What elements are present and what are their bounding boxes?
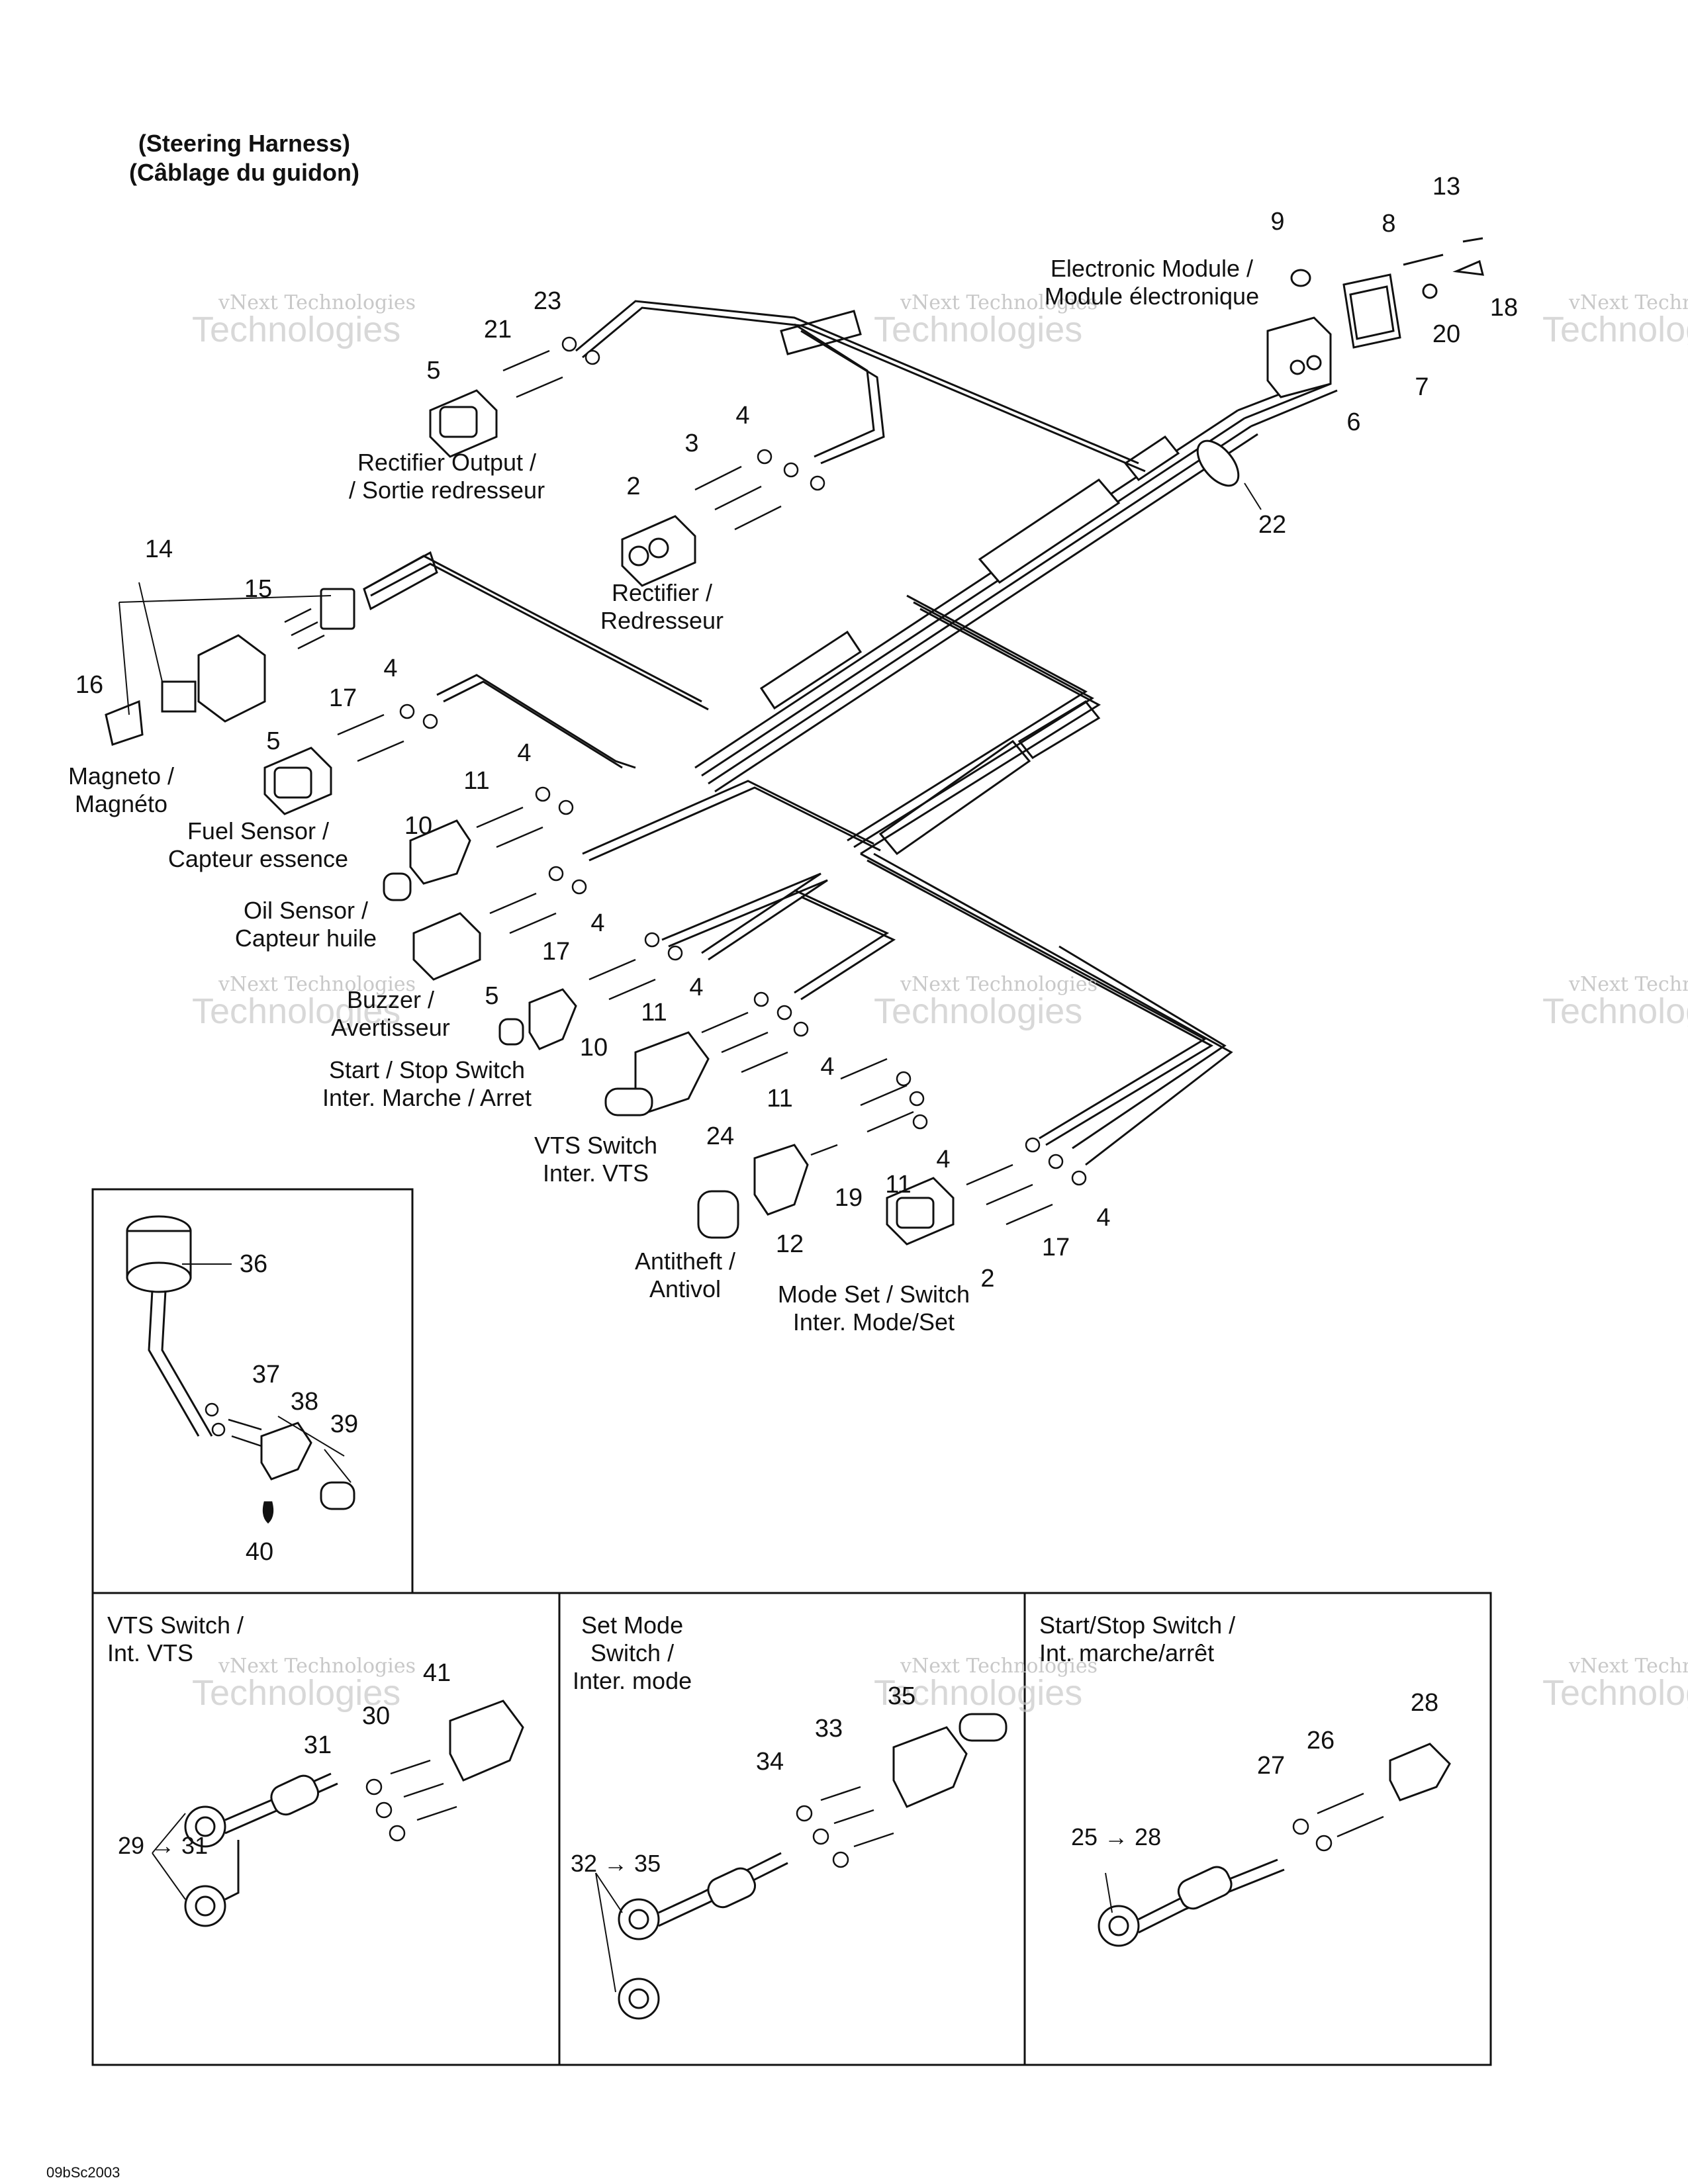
callout-12: 12 bbox=[775, 1230, 804, 1258]
callout-33: 33 bbox=[814, 1715, 843, 1743]
callout-14: 14 bbox=[144, 535, 173, 563]
callout-11: 11 bbox=[767, 1085, 793, 1113]
callout-5: 5 bbox=[426, 357, 441, 385]
label-oil-sensor: Oil Sensor /Capteur huile bbox=[234, 897, 377, 952]
set-mode-assembly-shape bbox=[618, 1713, 1008, 2020]
callout-2: 2 bbox=[980, 1265, 995, 1293]
label-rectifier-output: Rectifier Output // Sortie redresseur bbox=[348, 449, 545, 504]
callout-10: 10 bbox=[579, 1034, 608, 1062]
label-antitheft: Antitheft /Antivol bbox=[634, 1248, 736, 1302]
magneto-connector bbox=[105, 588, 355, 746]
cable-tie-shape bbox=[1196, 439, 1240, 487]
callout-4: 4 bbox=[820, 1053, 835, 1081]
callout-24: 24 bbox=[706, 1122, 735, 1150]
callout-9: 9 bbox=[1270, 208, 1285, 236]
callout-4: 4 bbox=[590, 909, 605, 937]
callout-26: 26 bbox=[1306, 1727, 1335, 1754]
oil-sensor-connector bbox=[383, 819, 471, 901]
callout-4: 4 bbox=[689, 974, 704, 1001]
panel-label-vts: VTS Switch /Int. VTS bbox=[107, 1612, 244, 1666]
range-label-vts: 29 → 31 bbox=[118, 1832, 209, 1859]
callout-17: 17 bbox=[1041, 1234, 1070, 1261]
range-label-start-stop: 25 → 28 bbox=[1071, 1823, 1162, 1850]
callout-5: 5 bbox=[485, 982, 499, 1010]
callout-4: 4 bbox=[735, 402, 750, 430]
callout-31: 31 bbox=[303, 1731, 332, 1759]
callout-4: 4 bbox=[517, 739, 532, 767]
main-harness-trunk bbox=[694, 376, 1338, 793]
start-stop-assembly-shape bbox=[1098, 1743, 1451, 1947]
electronic-module-shape bbox=[1266, 237, 1484, 398]
label-electronic-module: Electronic Module /Module électronique bbox=[1044, 255, 1260, 310]
sensor-36-shape bbox=[126, 1215, 355, 1524]
callout-7: 7 bbox=[1415, 373, 1429, 401]
callout-36: 36 bbox=[239, 1250, 268, 1278]
callout-20: 20 bbox=[1432, 320, 1461, 348]
label-magneto: Magneto /Magnéto bbox=[68, 762, 175, 817]
panel-frame-bottom bbox=[91, 1592, 1492, 2066]
label-buzzer: Buzzer /Avertisseur bbox=[331, 986, 450, 1041]
title-line-2: (Câblage du guidon) bbox=[129, 159, 359, 186]
callout-10: 10 bbox=[404, 812, 433, 840]
trunk-sleeves bbox=[363, 310, 1180, 856]
callout-5: 5 bbox=[266, 727, 281, 755]
antitheft-connector bbox=[697, 1144, 809, 1239]
callout-34: 34 bbox=[755, 1748, 784, 1776]
callout-17: 17 bbox=[328, 684, 357, 712]
label-rectifier: Rectifier /Redresseur bbox=[600, 579, 724, 634]
title-line-1: (Steering Harness) bbox=[138, 130, 351, 157]
callout-3: 3 bbox=[684, 430, 699, 457]
callout-11: 11 bbox=[463, 767, 490, 795]
callout-30: 30 bbox=[361, 1702, 391, 1730]
range-label-set-mode: 32 → 35 bbox=[571, 1850, 661, 1877]
callout-28: 28 bbox=[1410, 1689, 1439, 1717]
start-stop-connector bbox=[498, 988, 577, 1050]
fuel-sensor-connector bbox=[263, 747, 332, 815]
callout-11: 11 bbox=[641, 999, 667, 1026]
callout-41: 41 bbox=[422, 1659, 451, 1687]
rectifier-connector bbox=[621, 515, 696, 587]
label-fuel-sensor: Fuel Sensor /Capteur essence bbox=[167, 817, 349, 872]
callout-6: 6 bbox=[1346, 408, 1361, 436]
callout-11: 11 bbox=[885, 1171, 912, 1199]
callout-22: 22 bbox=[1258, 511, 1287, 539]
buzzer-connector bbox=[412, 912, 481, 981]
callout-39: 39 bbox=[330, 1410, 359, 1438]
callout-16: 16 bbox=[75, 671, 104, 699]
callout-27: 27 bbox=[1256, 1752, 1286, 1780]
callout-23: 23 bbox=[533, 287, 562, 315]
vts-switch-assembly-shape bbox=[184, 1700, 524, 1927]
mode-set-connector bbox=[886, 1177, 955, 1246]
callout-15: 15 bbox=[244, 575, 273, 603]
callout-35: 35 bbox=[887, 1682, 916, 1710]
callout-4: 4 bbox=[383, 655, 398, 682]
vts-switch-connector bbox=[604, 1031, 710, 1116]
callout-4: 4 bbox=[936, 1146, 951, 1173]
callout-38: 38 bbox=[290, 1388, 319, 1416]
rectifier-output-connector bbox=[429, 389, 498, 458]
callout-17: 17 bbox=[541, 938, 571, 966]
callout-37: 37 bbox=[252, 1361, 281, 1388]
callout-8: 8 bbox=[1382, 210, 1396, 238]
callout-2: 2 bbox=[626, 473, 641, 500]
callout-4: 4 bbox=[1096, 1204, 1111, 1232]
callout-40: 40 bbox=[245, 1538, 274, 1566]
callout-13: 13 bbox=[1432, 173, 1461, 201]
figure-code: 09bSc2003 bbox=[46, 2164, 120, 2181]
callout-19: 19 bbox=[834, 1184, 863, 1212]
callout-21: 21 bbox=[483, 316, 512, 343]
callout-18: 18 bbox=[1489, 294, 1519, 322]
panel-label-start-stop: Start/Stop Switch /Int. marche/arrêt bbox=[1039, 1612, 1236, 1666]
page-title: (Steering Harness) (Câblage du guidon) bbox=[129, 129, 359, 187]
